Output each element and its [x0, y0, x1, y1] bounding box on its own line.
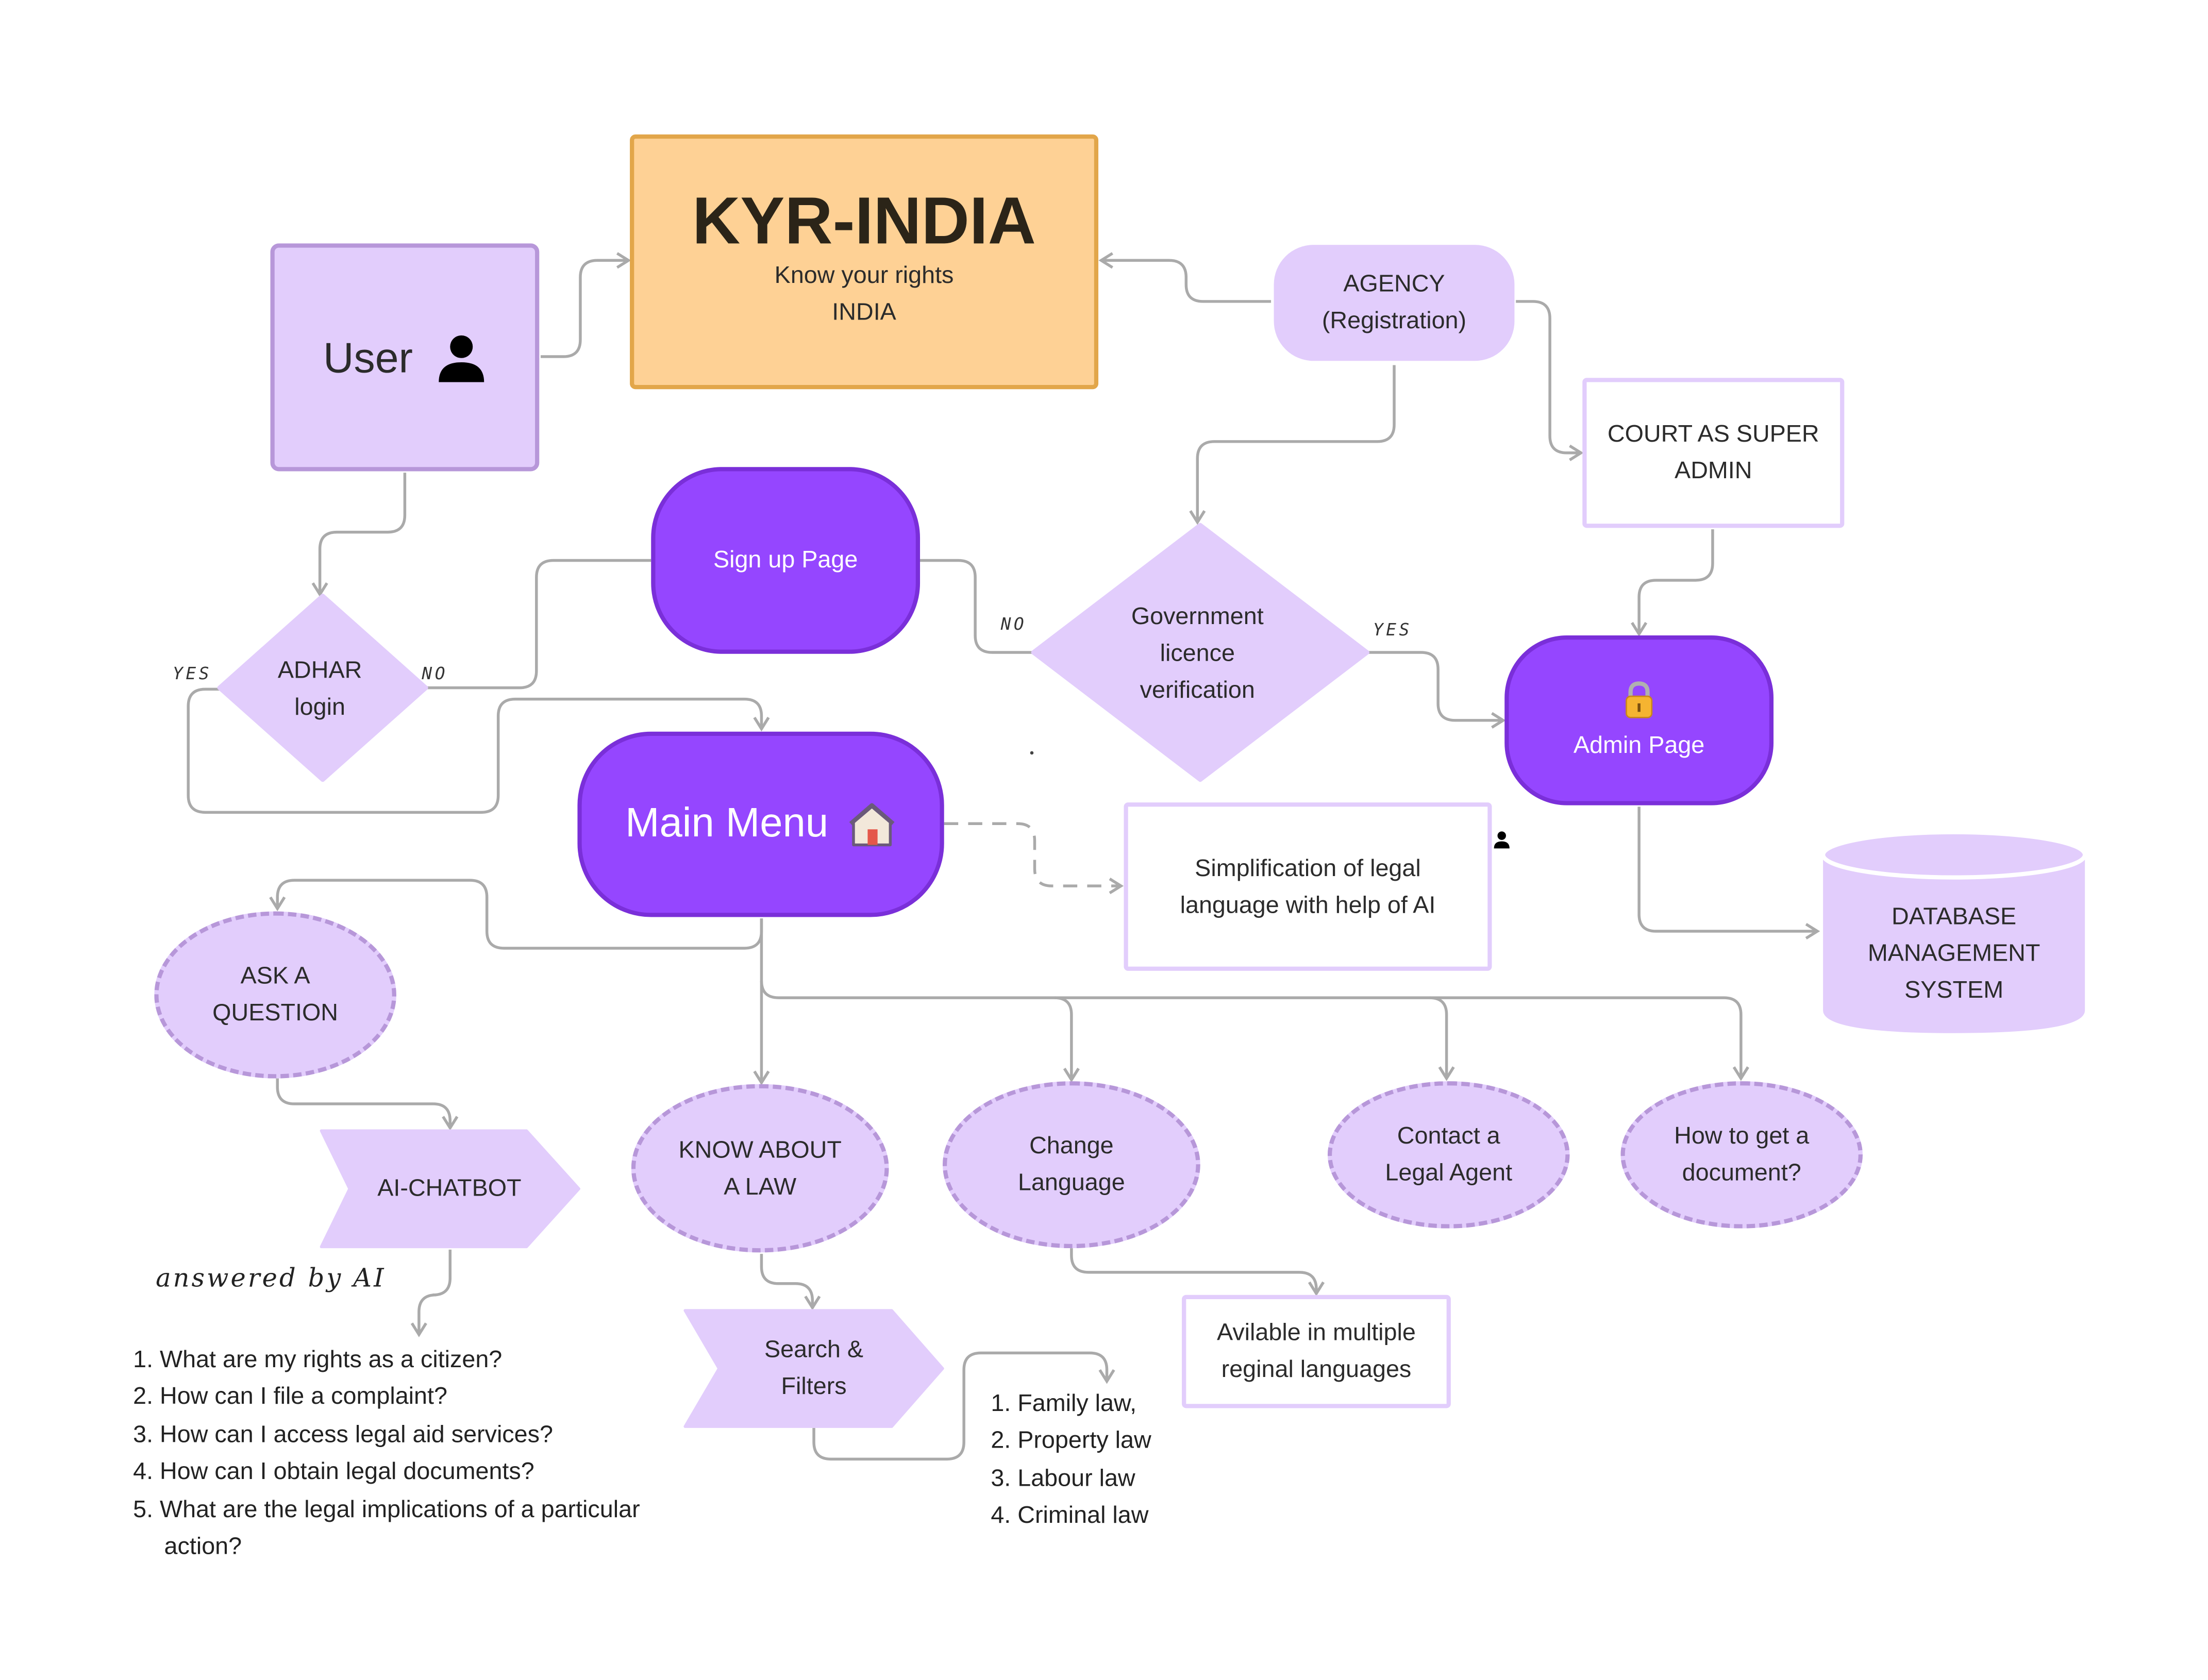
app-title: KYR-INDIA: [692, 182, 1036, 258]
law-item: 4. Criminal law: [991, 1502, 1149, 1529]
edge-user-adhar: [311, 473, 407, 597]
edge-language-available: [1070, 1248, 1325, 1297]
language-line1: Change: [1029, 1132, 1114, 1160]
signup-label: Sign up Page: [713, 546, 858, 574]
knowlaw-line1: KNOW ABOUT: [678, 1135, 842, 1163]
house-icon: [849, 802, 895, 846]
edge-agency-court: [1516, 300, 1584, 461]
court-super-admin-node: COURT AS SUPER ADMIN: [1582, 378, 1845, 528]
gov-verification-text: Government licence verification: [1076, 599, 1319, 709]
agency-registration-node: AGENCY (Registration): [1274, 245, 1515, 361]
know-about-law-node: KNOW ABOUT A LAW: [631, 1084, 889, 1253]
edge-knowlaw-search: [760, 1254, 821, 1311]
title-subtitle-line2: INDIA: [832, 298, 896, 326]
chatbot-label: AI-CHATBOT: [377, 1174, 522, 1202]
available-line1: Avilable in multiple: [1217, 1319, 1416, 1346]
laws-list: 1. Family law, 2. Property law 3. Labour…: [991, 1386, 1217, 1535]
agency-line1: AGENCY: [1343, 270, 1445, 297]
edge-agency-gov: [1189, 365, 1396, 525]
get-document-node: How to get a document?: [1620, 1081, 1863, 1229]
database-text: DATABASE MANAGEMENT SYSTEM: [1823, 897, 2085, 1011]
kyr-india-title-box: KYR-INDIA Know your rights INDIA: [630, 134, 1099, 390]
search-line2: Filters: [781, 1372, 847, 1400]
gov-line1: Government: [1131, 602, 1264, 630]
available-line2: reginal languages: [1221, 1355, 1412, 1383]
contact-line1: Contact a: [1397, 1122, 1500, 1149]
law-item: 2. Property law: [991, 1427, 1151, 1454]
ask-line2: QUESTION: [212, 999, 339, 1026]
edge-branch-contact: [1429, 996, 1455, 1081]
database-line2: MANAGEMENT: [1867, 939, 2040, 967]
available-languages-node: Avilable in multiple reginal languages: [1182, 1295, 1451, 1408]
adhar-no-label: NO: [422, 663, 448, 684]
search-filters-text: Search & Filters: [715, 1332, 913, 1405]
edge-user-title: [541, 252, 631, 358]
gov-line3: verification: [1140, 676, 1255, 703]
edge-gov-signup: [920, 559, 1033, 654]
main-menu-label: Main Menu: [625, 801, 829, 847]
contact-line2: Legal Agent: [1385, 1159, 1513, 1186]
main-menu-node: Main Menu: [577, 731, 944, 917]
question-item: 2. How can I file a complaint?: [133, 1383, 447, 1410]
person-icon: [438, 334, 484, 382]
admin-label: Admin Page: [1573, 731, 1705, 759]
edge-adhar-signup: [424, 559, 651, 690]
edge-agency-title: [1098, 252, 1272, 303]
user-label: User: [323, 334, 413, 382]
gov-yes-label: YES: [1373, 619, 1412, 640]
question-item-continuation: action?: [164, 1533, 242, 1560]
lock-icon: [1626, 681, 1653, 718]
court-line2: ADMIN: [1675, 457, 1752, 484]
question-item: 4. How can I obtain legal documents?: [133, 1458, 534, 1485]
question-item: 1. What are my rights as a citizen?: [133, 1346, 503, 1373]
ask-question-node: ASK A QUESTION: [154, 911, 396, 1079]
edge-mainmenu-simplification: [944, 822, 1124, 895]
edge-mainmenu-branches: [760, 980, 1749, 1081]
edge-branch-language: [1054, 996, 1080, 1083]
ai-chatbot-text: AI-CHATBOT: [354, 1170, 545, 1207]
search-line1: Search &: [764, 1336, 864, 1363]
document-line1: How to get a: [1674, 1122, 1810, 1149]
questions-list: 1. What are my rights as a citizen? 2. H…: [133, 1341, 727, 1566]
adhar-yes-label: YES: [173, 663, 212, 684]
edge-search-laws: [812, 1351, 1115, 1461]
edge-adhar-yes-mainmenu: [187, 687, 770, 814]
answered-by-ai-note: answered by AI: [156, 1264, 386, 1294]
law-item: 3. Labour law: [991, 1464, 1135, 1491]
law-item: 1. Family law,: [991, 1389, 1137, 1417]
gov-line2: licence: [1160, 640, 1235, 667]
edge-court-admin: [1631, 529, 1714, 637]
edge-mainmenu-ask: [269, 879, 763, 950]
simplification-line1: Simplification of legal: [1195, 854, 1421, 881]
simplification-node: Simplification of legal language with he…: [1124, 802, 1492, 971]
gov-no-label: NO: [1000, 614, 1027, 634]
question-item: 5. What are the legal implications of a …: [133, 1495, 640, 1522]
language-line2: Language: [1017, 1169, 1125, 1196]
edge-admin-database: [1637, 807, 1820, 940]
admin-page-node: Admin Page: [1504, 635, 1774, 805]
question-item: 3. How can I access legal aid services?: [133, 1420, 553, 1448]
simplification-line2: language with help of AI: [1180, 891, 1436, 918]
ask-line1: ASK A: [240, 962, 310, 989]
edge-gov-admin: [1367, 651, 1506, 729]
contact-legal-agent-node: Contact a Legal Agent: [1327, 1081, 1570, 1229]
change-language-node: Change Language: [942, 1081, 1200, 1249]
agency-line2: (Registration): [1322, 307, 1467, 334]
knowlaw-line2: A LAW: [724, 1172, 797, 1200]
edge-ask-chatbot: [276, 1078, 459, 1131]
adhar-line1: ADHAR: [277, 657, 362, 684]
database-line1: DATABASE: [1892, 903, 2017, 930]
document-line2: document?: [1682, 1159, 1801, 1186]
user-node: User: [270, 243, 540, 472]
title-subtitle-line1: Know your rights: [774, 262, 954, 289]
small-person-icon: [1494, 831, 1510, 849]
court-line1: COURT AS SUPER: [1607, 420, 1819, 447]
adhar-login-text: ADHAR login: [241, 652, 399, 726]
adhar-line2: login: [294, 693, 345, 720]
signup-page-node: Sign up Page: [651, 467, 921, 654]
edge-chatbot-questions: [410, 1249, 452, 1337]
database-line3: SYSTEM: [1904, 976, 2004, 1004]
